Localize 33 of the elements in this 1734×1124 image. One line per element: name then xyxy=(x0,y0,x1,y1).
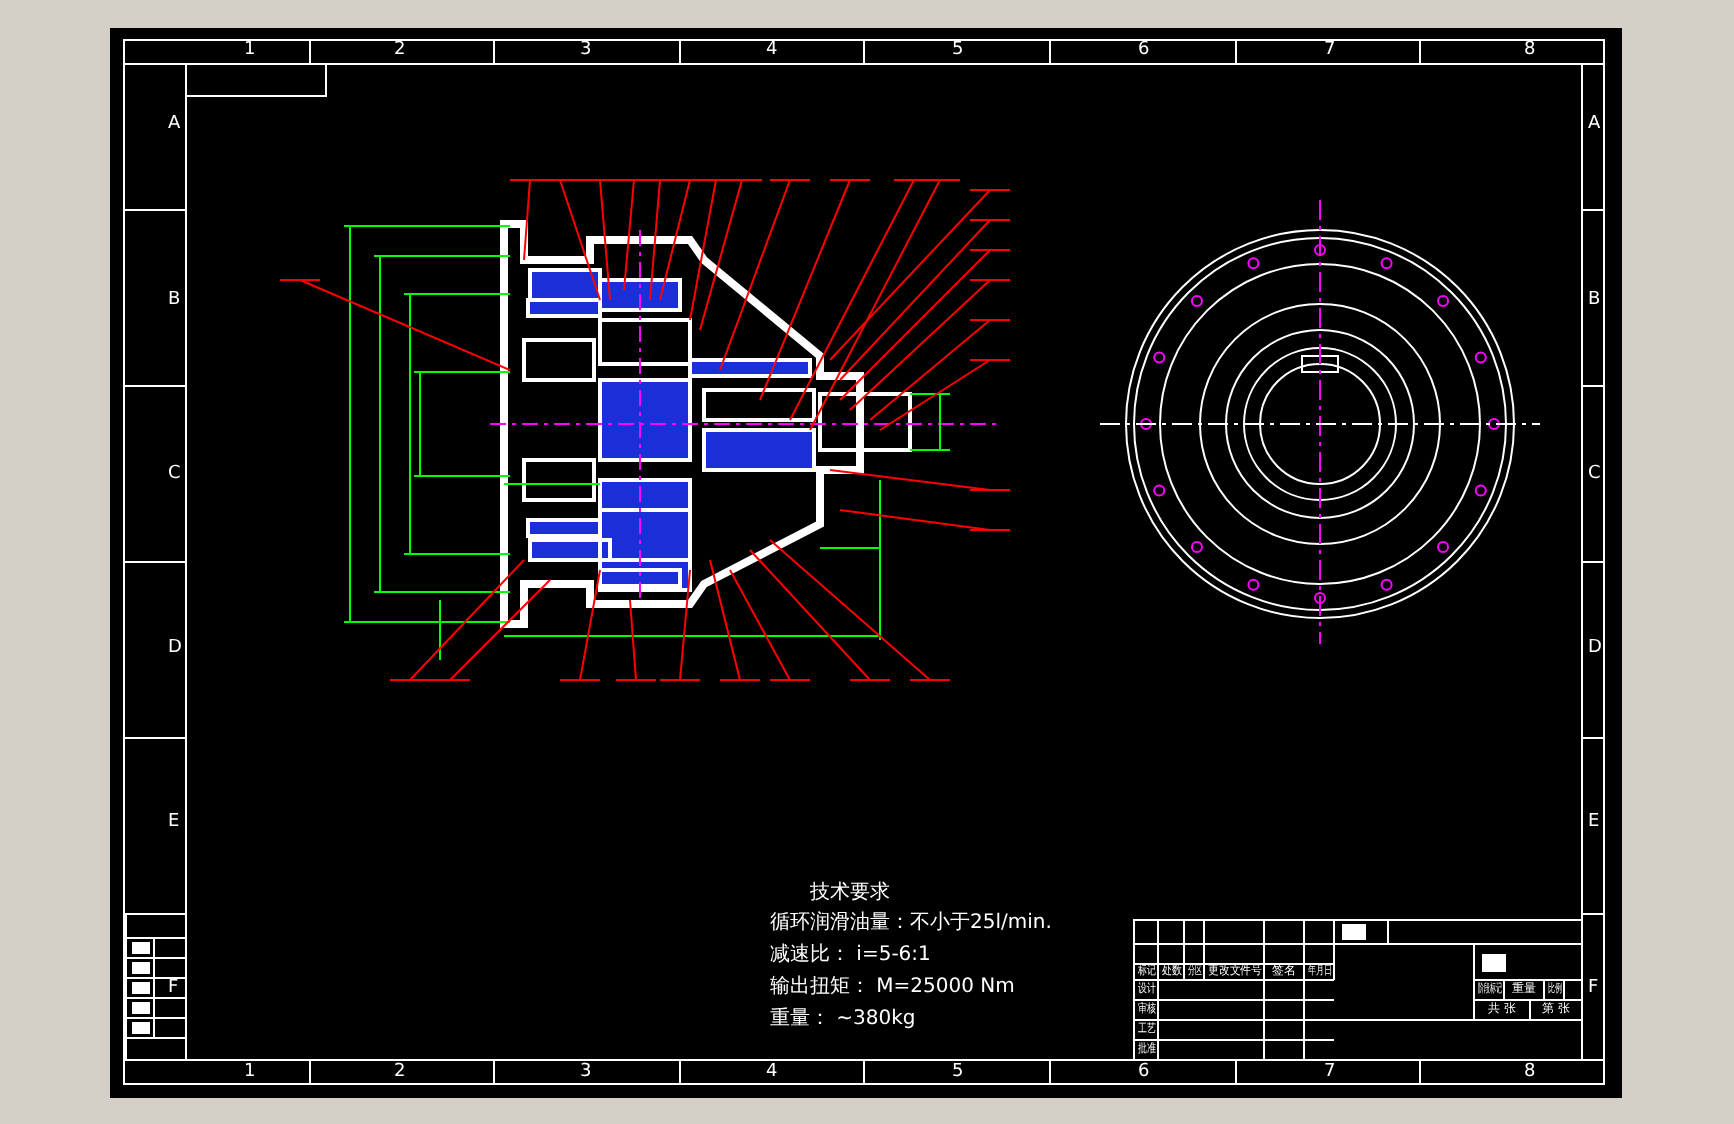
grid-reference-number: 1 xyxy=(244,1064,256,1082)
grid-reference-number: 4 xyxy=(766,42,778,60)
grid-reference-letter: C xyxy=(1588,466,1601,484)
grid-reference-number: 1 xyxy=(244,42,256,60)
grid-reference-number: 6 xyxy=(1138,1064,1150,1082)
grid-reference-letter: B xyxy=(168,292,181,310)
technical-requirement-note: 减速比： i=5-6:1 xyxy=(770,946,931,966)
grid-reference-number: 6 xyxy=(1138,42,1150,60)
technical-requirement-note: 重量： ~380kg xyxy=(770,1010,916,1030)
grid-reference-number: 3 xyxy=(580,1064,592,1082)
technical-requirements-heading: 技术要求 xyxy=(810,884,890,904)
grid-reference-letter: F xyxy=(168,980,179,998)
technical-requirement-note: 输出扭矩： M=25000 Nm xyxy=(770,978,1015,998)
grid-reference-number: 8 xyxy=(1524,42,1536,60)
grid-reference-letter: B xyxy=(1588,292,1601,310)
grid-reference-number: 8 xyxy=(1524,1064,1536,1082)
grid-reference-number: 7 xyxy=(1324,42,1336,60)
grid-reference-letter: D xyxy=(168,640,182,658)
grid-reference-letter: D xyxy=(1588,640,1602,658)
grid-reference-number: 2 xyxy=(394,1064,406,1082)
grid-reference-number: 2 xyxy=(394,42,406,60)
grid-reference-letter: E xyxy=(168,814,180,832)
grid-reference-number: 7 xyxy=(1324,1064,1336,1082)
grid-reference-letter: E xyxy=(1588,814,1600,832)
grid-reference-letter: F xyxy=(1588,980,1599,998)
grid-reference-letter: C xyxy=(168,466,181,484)
grid-reference-number: 3 xyxy=(580,42,592,60)
grid-reference-letter: A xyxy=(1588,116,1601,134)
grid-reference-number: 5 xyxy=(952,42,964,60)
grid-reference-letter: A xyxy=(168,116,181,134)
grid-reference-number: 5 xyxy=(952,1064,964,1082)
grid-reference-number: 4 xyxy=(766,1064,778,1082)
technical-requirement-note: 循环润滑油量：不小于25l/min. xyxy=(770,914,1052,934)
